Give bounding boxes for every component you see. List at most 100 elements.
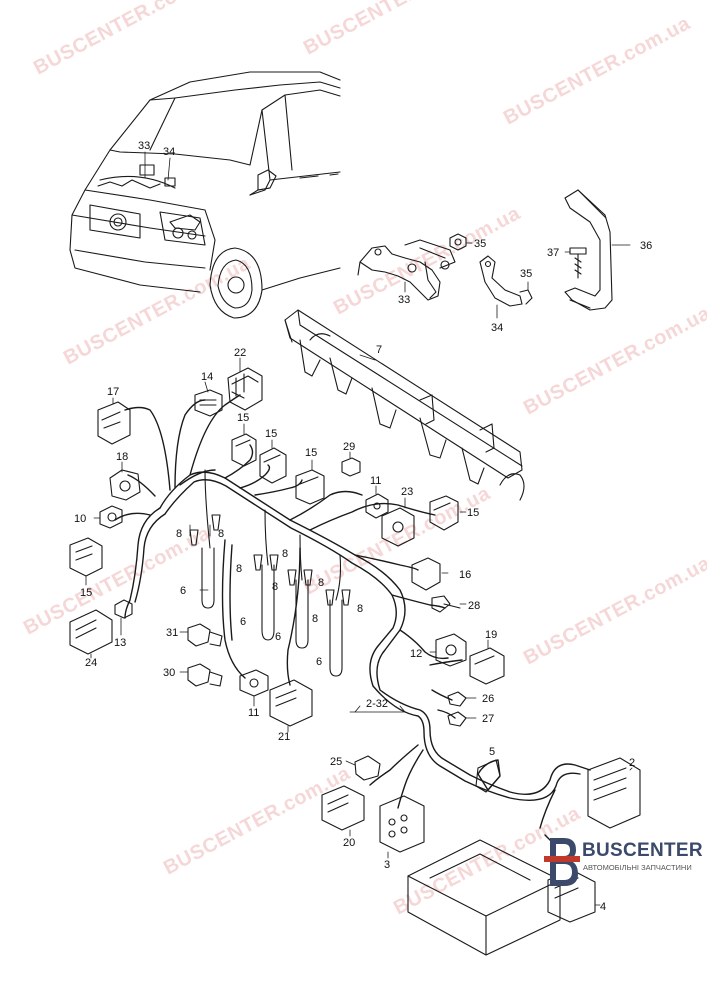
terminal-27: [447, 711, 467, 727]
callout-11: 11: [248, 707, 259, 719]
callout-6: 6: [240, 616, 246, 628]
callout-19: 19: [485, 629, 497, 641]
callout-15: 15: [237, 412, 249, 424]
callout-28: 28: [468, 600, 480, 612]
connector-13: [114, 599, 133, 619]
callout-6: 6: [275, 631, 281, 643]
clip-29: [341, 457, 361, 477]
callout-2: 2: [629, 757, 635, 769]
grommet-5: [475, 759, 501, 793]
callout-34: 34: [491, 322, 503, 334]
connector-15-d: [429, 495, 459, 531]
callout-15: 15: [265, 428, 277, 440]
callout-33: 33: [138, 140, 150, 152]
connector-14: [194, 389, 223, 417]
connector-15-a: [231, 433, 257, 467]
callout-5: 5: [489, 746, 495, 758]
connector-24: [69, 609, 113, 655]
callout-34: 34: [163, 146, 175, 158]
bolt-37: [569, 247, 587, 279]
connector-12: [435, 633, 467, 667]
callout-6: 6: [180, 585, 186, 597]
callout-15: 15: [467, 507, 479, 519]
callout-30: 30: [163, 667, 175, 679]
van-drawing: [69, 71, 341, 319]
clip-30: [187, 663, 223, 687]
connector-3: [379, 795, 425, 853]
callout-12: 12: [410, 648, 422, 660]
connector-23: [381, 507, 415, 547]
callout-36: 36: [640, 240, 652, 252]
callout-25: 25: [330, 756, 342, 768]
connector-15-c: [295, 469, 325, 505]
rail-7: [284, 309, 525, 501]
callout-31: 31: [166, 627, 178, 639]
connector-15-b: [259, 447, 287, 484]
connector-18: [109, 469, 141, 501]
callout-33: 33: [398, 294, 410, 306]
connector-11-top: [365, 493, 389, 519]
callout-3: 3: [384, 859, 390, 871]
connector-15-left: [69, 537, 103, 577]
buscenter-logo: BUSCENTER АВТОМОБІЛЬНІ ЗАПЧАСТИНИ: [540, 832, 705, 892]
connector-28: [431, 595, 461, 613]
connector-10: [99, 505, 123, 529]
clip-31: [187, 623, 223, 647]
callout-8: 8: [176, 528, 182, 540]
nut-35: [449, 233, 467, 251]
callout-8: 8: [218, 528, 224, 540]
callout-8: 8: [318, 577, 324, 589]
callout-17: 17: [107, 386, 119, 398]
callout-22: 22: [234, 347, 246, 359]
connector-19: [469, 647, 505, 685]
leader-lines: [85, 151, 633, 906]
callout-8: 8: [312, 613, 318, 625]
callout-15: 15: [305, 447, 317, 459]
callout-13: 13: [114, 637, 126, 649]
logo-subtitle: АВТОМОБІЛЬНІ ЗАПЧАСТИНИ: [583, 863, 692, 872]
callout-29: 29: [343, 441, 355, 453]
callout-26: 26: [482, 693, 494, 705]
bracket-33-34: [357, 239, 456, 301]
callout-18: 18: [116, 451, 128, 463]
bracket-34: [479, 255, 533, 307]
terminal-26: [447, 691, 467, 707]
callout-8: 8: [282, 548, 288, 560]
callout-24: 24: [85, 657, 97, 669]
callout-20: 20: [343, 837, 355, 849]
callout-14: 14: [201, 371, 213, 383]
bracket-36: [564, 189, 613, 311]
connector-17: [97, 401, 131, 445]
logo-icon: [544, 838, 580, 886]
connector-21: [269, 679, 313, 727]
callout-2-32: 2-32: [366, 698, 388, 710]
connector-2: [587, 757, 641, 829]
callout-11: 11: [370, 475, 381, 487]
callout-16: 16: [459, 569, 471, 581]
connector-16: [411, 557, 441, 591]
callout-21: 21: [278, 731, 290, 743]
callout-8: 8: [236, 563, 242, 575]
clips-8: [189, 514, 351, 606]
callout-35: 35: [474, 238, 486, 250]
connector-20: [321, 785, 365, 831]
callout-37: 37: [547, 247, 559, 259]
callout-6: 6: [316, 656, 322, 668]
callout-35: 35: [520, 268, 532, 280]
clip-25: [354, 755, 381, 781]
logo-title: BUSCENTER: [582, 840, 703, 861]
callout-4: 4: [600, 901, 606, 913]
connector-11-bottom: [239, 669, 269, 697]
callout-27: 27: [482, 713, 494, 725]
callout-7: 7: [376, 344, 382, 356]
callout-15: 15: [80, 587, 92, 599]
callout-8: 8: [357, 603, 363, 615]
wiring-harness: [114, 394, 591, 856]
callout-23: 23: [401, 486, 413, 498]
control-unit: [407, 839, 561, 956]
callout-8: 8: [272, 581, 278, 593]
callout-10: 10: [74, 513, 86, 525]
rod-components-6: [201, 469, 343, 677]
